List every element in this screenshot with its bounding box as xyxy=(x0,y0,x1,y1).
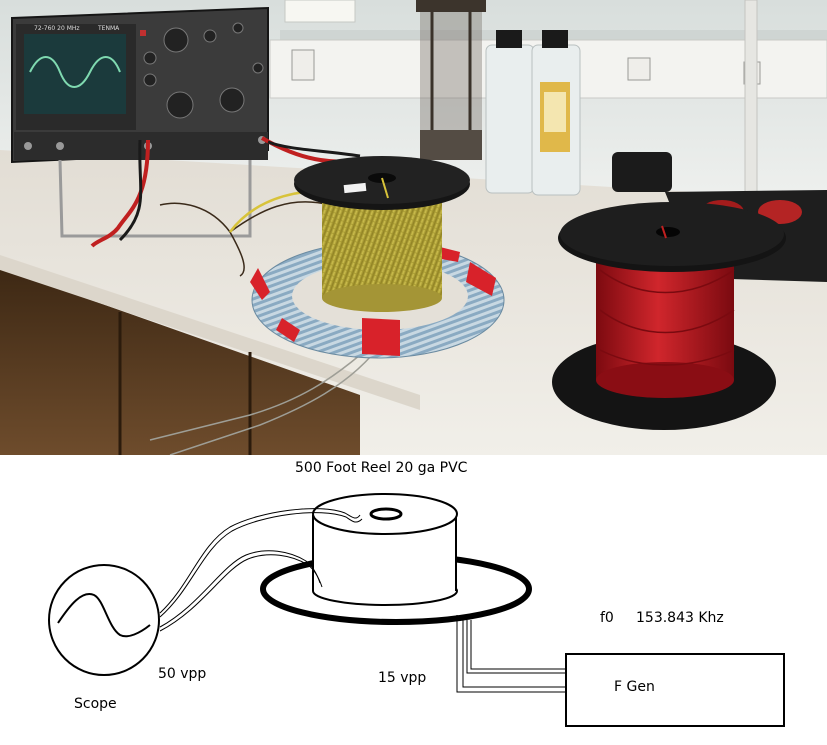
circuit-sketch xyxy=(48,493,785,727)
fgen-lead-4 xyxy=(470,620,566,670)
fgen-box xyxy=(565,653,785,727)
reel-vpp-label: 15 vpp xyxy=(378,670,427,686)
red-reel xyxy=(552,202,786,430)
wall-adapter xyxy=(612,152,672,192)
thin-wires xyxy=(159,201,331,277)
scope-trace xyxy=(29,56,121,88)
tray-item-2 xyxy=(758,200,802,224)
oscilloscope: 72-760 20 MHz TENMA xyxy=(11,6,269,238)
reel-hub xyxy=(369,507,403,521)
fgen-lead-3 xyxy=(466,620,566,674)
reel-label: 500 Foot Reel 20 ga PVC xyxy=(295,460,468,476)
scope-lead-2 xyxy=(159,512,363,618)
fgen-lead-1 xyxy=(456,615,566,693)
scope-label: Scope xyxy=(74,696,117,712)
scope-vpp-label: 50 vpp xyxy=(158,666,207,682)
lead-to-reel-black xyxy=(267,140,361,158)
bench-edge xyxy=(0,255,420,410)
fgen-label: F Gen xyxy=(614,679,655,695)
lantern xyxy=(416,0,486,160)
freq-value: 153.843 Khz xyxy=(636,610,724,626)
yellow-lead xyxy=(228,190,306,233)
scope-lead-1 xyxy=(159,508,361,614)
scope-lead-4 xyxy=(159,554,323,632)
freq-label: f0 xyxy=(600,610,614,626)
scope-brand: TENMA xyxy=(97,25,120,32)
outlet-right xyxy=(627,57,651,81)
lab-bench-photo: 72-760 20 MHz TENMA xyxy=(0,0,827,455)
scope-model: 72-760 20 MHz xyxy=(34,25,80,32)
scope-symbol xyxy=(48,564,160,676)
wall-pipe xyxy=(744,0,758,201)
fgen-lead-2 xyxy=(462,615,566,688)
outlet-left xyxy=(291,49,315,81)
yellow-reel xyxy=(294,156,470,312)
fgen-wires xyxy=(149,354,373,455)
scope-lead-3 xyxy=(159,550,321,628)
reel-top xyxy=(312,493,458,535)
scope-lead-black xyxy=(118,139,143,242)
wall-paper xyxy=(284,0,356,23)
scope-lead-red xyxy=(90,139,150,248)
scope-waveform xyxy=(57,593,151,638)
bottles xyxy=(485,30,581,196)
